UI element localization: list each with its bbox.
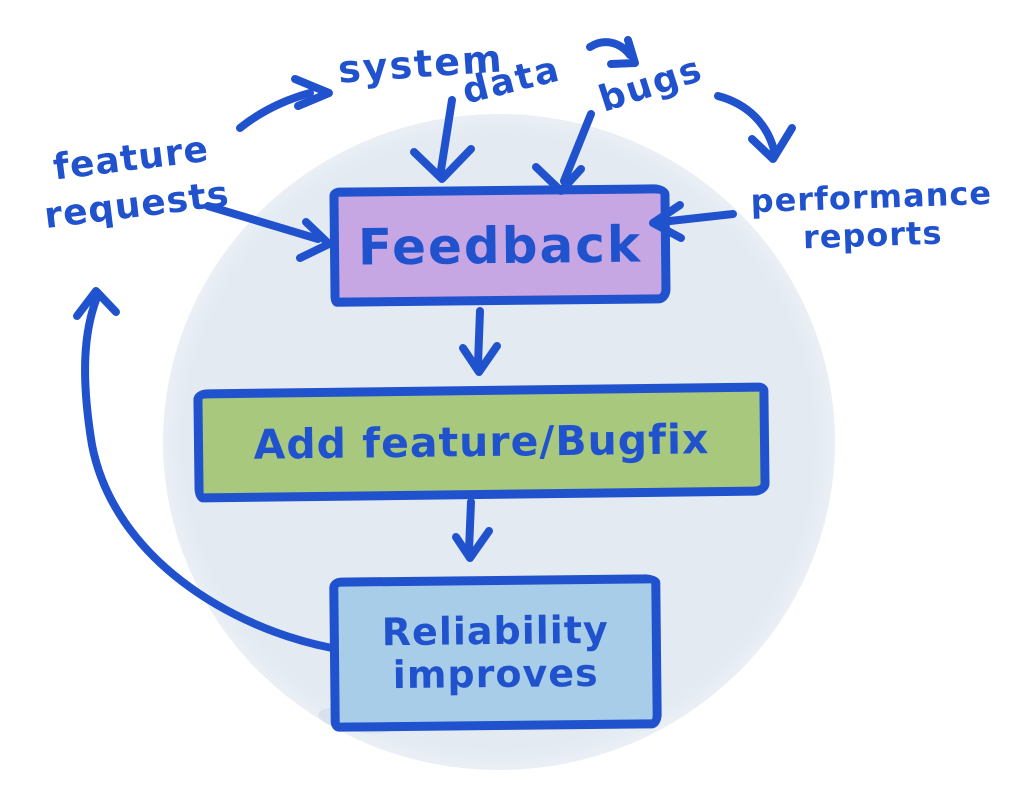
arrow-feedback-to-addfeature (459, 307, 501, 376)
arrow-data-to-bugs (586, 36, 639, 68)
arrow-systemdata-to-feedback (410, 96, 475, 183)
arrow-featurerequests-to-system (236, 75, 333, 132)
arrow-reliability-to-featurerequests (73, 287, 336, 652)
arrow-bugs-to-performance (714, 92, 796, 163)
arrow-bugs-to-feedback (532, 110, 595, 195)
arrow-featurerequests-to-feedback (204, 202, 333, 262)
arrow-performance-to-feedback (649, 201, 737, 242)
arrow-addfeature-to-reliability (452, 498, 493, 562)
